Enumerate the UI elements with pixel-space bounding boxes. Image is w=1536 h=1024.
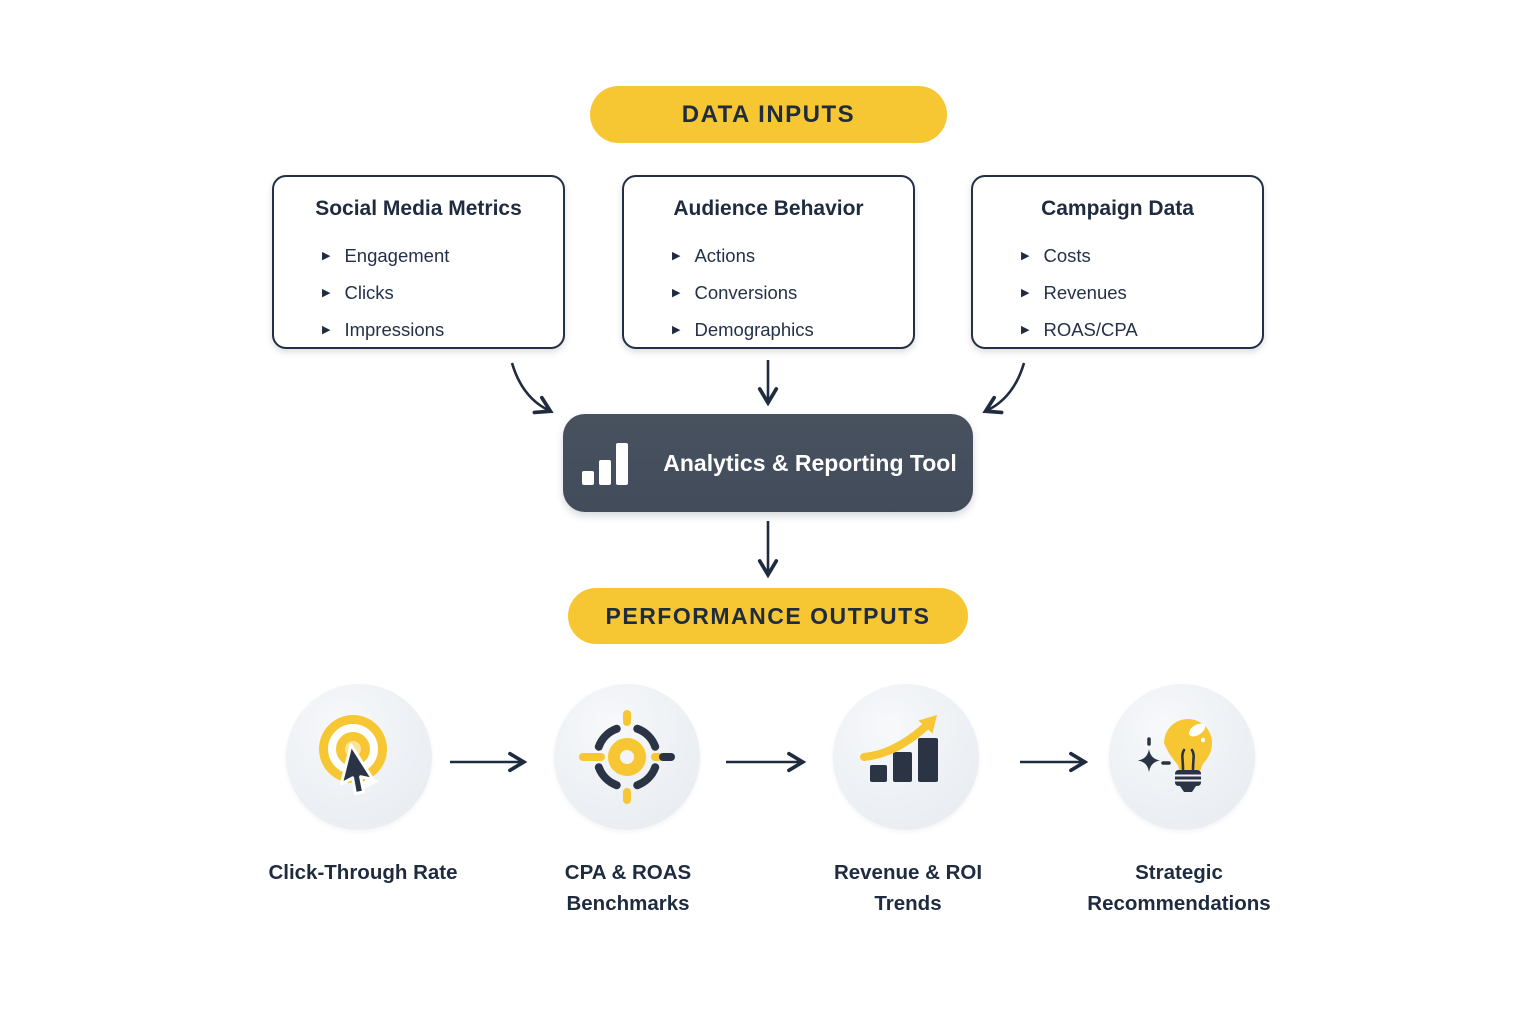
list-item: ▶ Costs xyxy=(1021,237,1262,274)
label-line: Benchmarks xyxy=(566,891,690,915)
box-item-list: ▶ Engagement ▶ Clicks ▶ Impressions xyxy=(274,237,563,348)
label-line: Revenue & ROI xyxy=(833,861,983,884)
list-item-label: Clicks xyxy=(344,281,394,303)
cursor-click-target-icon xyxy=(319,715,387,796)
list-item: ▶ Revenues xyxy=(1021,274,1262,311)
list-item-label: Engagement xyxy=(344,244,450,266)
output-circle-revenue-roi xyxy=(833,684,979,830)
label-line: Click-Through Rate xyxy=(268,861,458,884)
output-circle-strategic-recommendations xyxy=(1109,684,1255,830)
list-item-label: Actions xyxy=(694,244,756,266)
output-label-revenue-roi-trends: Revenue & ROI Trends xyxy=(758,858,1058,920)
growth-bars-arrow-icon xyxy=(860,715,938,782)
list-item-label: Demographics xyxy=(694,318,814,340)
list-item-label: Revenues xyxy=(1043,281,1127,303)
box-item-list: ▶ Costs ▶ Revenues ▶ ROAS/CPA xyxy=(973,237,1262,348)
list-item-label: ROAS/CPA xyxy=(1043,318,1138,340)
bullet-triangle-icon: ▶ xyxy=(672,250,681,262)
label-line: Recommendations xyxy=(1087,891,1271,915)
list-item: ▶ Impressions xyxy=(322,311,563,348)
list-item: ▶ ROAS/CPA xyxy=(1021,311,1262,348)
output-label-click-through-rate: Click-Through Rate xyxy=(213,858,513,889)
input-box-audience-behavior: Audience Behavior ▶ Actions ▶ Conversions … xyxy=(622,175,915,349)
input-box-campaign-data: Campaign Data ▶ Costs ▶ Revenues ▶ ROAS/CPA xyxy=(971,175,1264,349)
box-title: Campaign Data xyxy=(1041,197,1194,220)
output-label-cpa-roas-benchmarks: CPA & ROAS Benchmarks xyxy=(478,858,778,920)
data-inputs-header: DATA INPUTS xyxy=(590,86,947,143)
bullet-triangle-icon: ▶ xyxy=(1021,250,1030,262)
bullet-triangle-icon: ▶ xyxy=(672,324,681,336)
label-line: Trends xyxy=(874,891,942,915)
bullet-triangle-icon: ▶ xyxy=(322,250,331,262)
bullet-triangle-icon: ▶ xyxy=(322,324,331,336)
crosshair-target-icon xyxy=(579,710,675,804)
box-title: Audience Behavior xyxy=(673,197,864,220)
performance-outputs-header: PERFORMANCE OUTPUTS xyxy=(568,588,968,644)
analytics-reporting-tool-node: Analytics & Reporting Tool xyxy=(563,414,973,512)
label-line: Strategic xyxy=(1135,861,1223,884)
list-item-label: Conversions xyxy=(694,281,798,303)
output-circle-cpa-roas xyxy=(554,684,700,830)
bullet-triangle-icon: ▶ xyxy=(672,287,681,299)
processor-label: Analytics & Reporting Tool xyxy=(663,449,957,476)
bullet-triangle-icon: ▶ xyxy=(1021,324,1030,336)
list-item-label: Costs xyxy=(1043,244,1091,266)
box-item-list: ▶ Actions ▶ Conversions ▶ Demographics xyxy=(624,237,913,348)
lightbulb-sparkle-icon xyxy=(1138,719,1212,792)
list-item: ▶ Engagement xyxy=(322,237,563,274)
list-item: ▶ Actions xyxy=(672,237,913,274)
label-line: CPA & ROAS xyxy=(564,861,692,884)
bullet-triangle-icon: ▶ xyxy=(1021,287,1030,299)
output-circle-click-through-rate xyxy=(286,684,432,830)
list-item: ▶ Clicks xyxy=(322,274,563,311)
bar-chart-icon xyxy=(582,443,629,485)
list-item-label: Impressions xyxy=(344,318,445,340)
list-item: ▶ Conversions xyxy=(672,274,913,311)
list-item: ▶ Demographics xyxy=(672,311,913,348)
output-label-strategic-recommendations: Strategic Recommendations xyxy=(1029,858,1329,920)
box-title: Social Media Metrics xyxy=(315,197,522,220)
input-box-social-media-metrics: Social Media Metrics ▶ Engagement ▶ Clicks… xyxy=(272,175,565,349)
bullet-triangle-icon: ▶ xyxy=(322,287,331,299)
